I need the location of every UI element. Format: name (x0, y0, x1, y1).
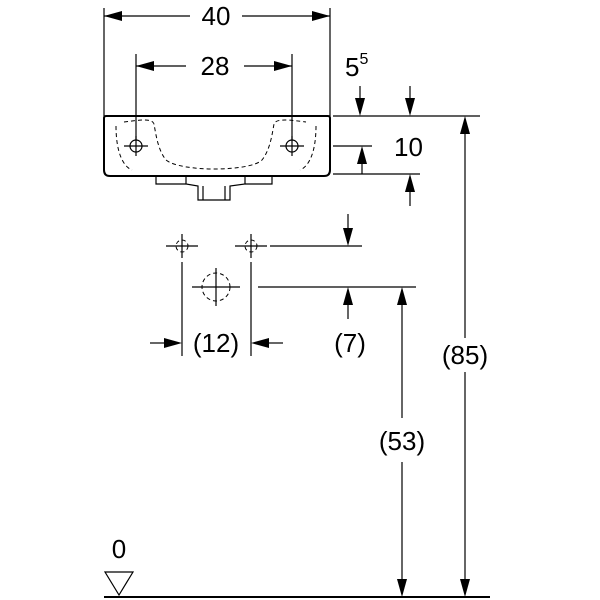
connection-spacing-label: (12) (193, 328, 239, 358)
dim-basin-height: 10 (333, 132, 423, 206)
connection-height-label: (7) (334, 328, 366, 358)
dim-outlet-height: (53) (379, 287, 425, 597)
dim-rim-offset: 55 (333, 51, 480, 117)
connection-right (235, 234, 267, 258)
floor-level: 0 (103, 534, 490, 598)
tap-hole-spacing-label: 28 (201, 51, 230, 81)
dim-tap-hole-spacing: 28 (135, 51, 293, 140)
outlet-height-label: (53) (379, 426, 425, 456)
basin-outline (103, 115, 331, 201)
rim-offset-label: 55 (345, 51, 368, 82)
total-height-label: (85) (442, 340, 488, 370)
level-triangle-icon (103, 571, 135, 597)
dim-connection-spacing: (12) (150, 262, 283, 358)
waste-outlet (192, 268, 240, 306)
dim-overall-width: 40 (103, 1, 331, 116)
connection-left (166, 234, 198, 258)
floor-level-label: 0 (112, 534, 126, 564)
dim-total-height: (85) (442, 116, 488, 597)
basin-height-label: 10 (394, 132, 423, 162)
overall-width-label: 40 (202, 1, 231, 31)
dim-connection-height: (7) (258, 214, 416, 358)
